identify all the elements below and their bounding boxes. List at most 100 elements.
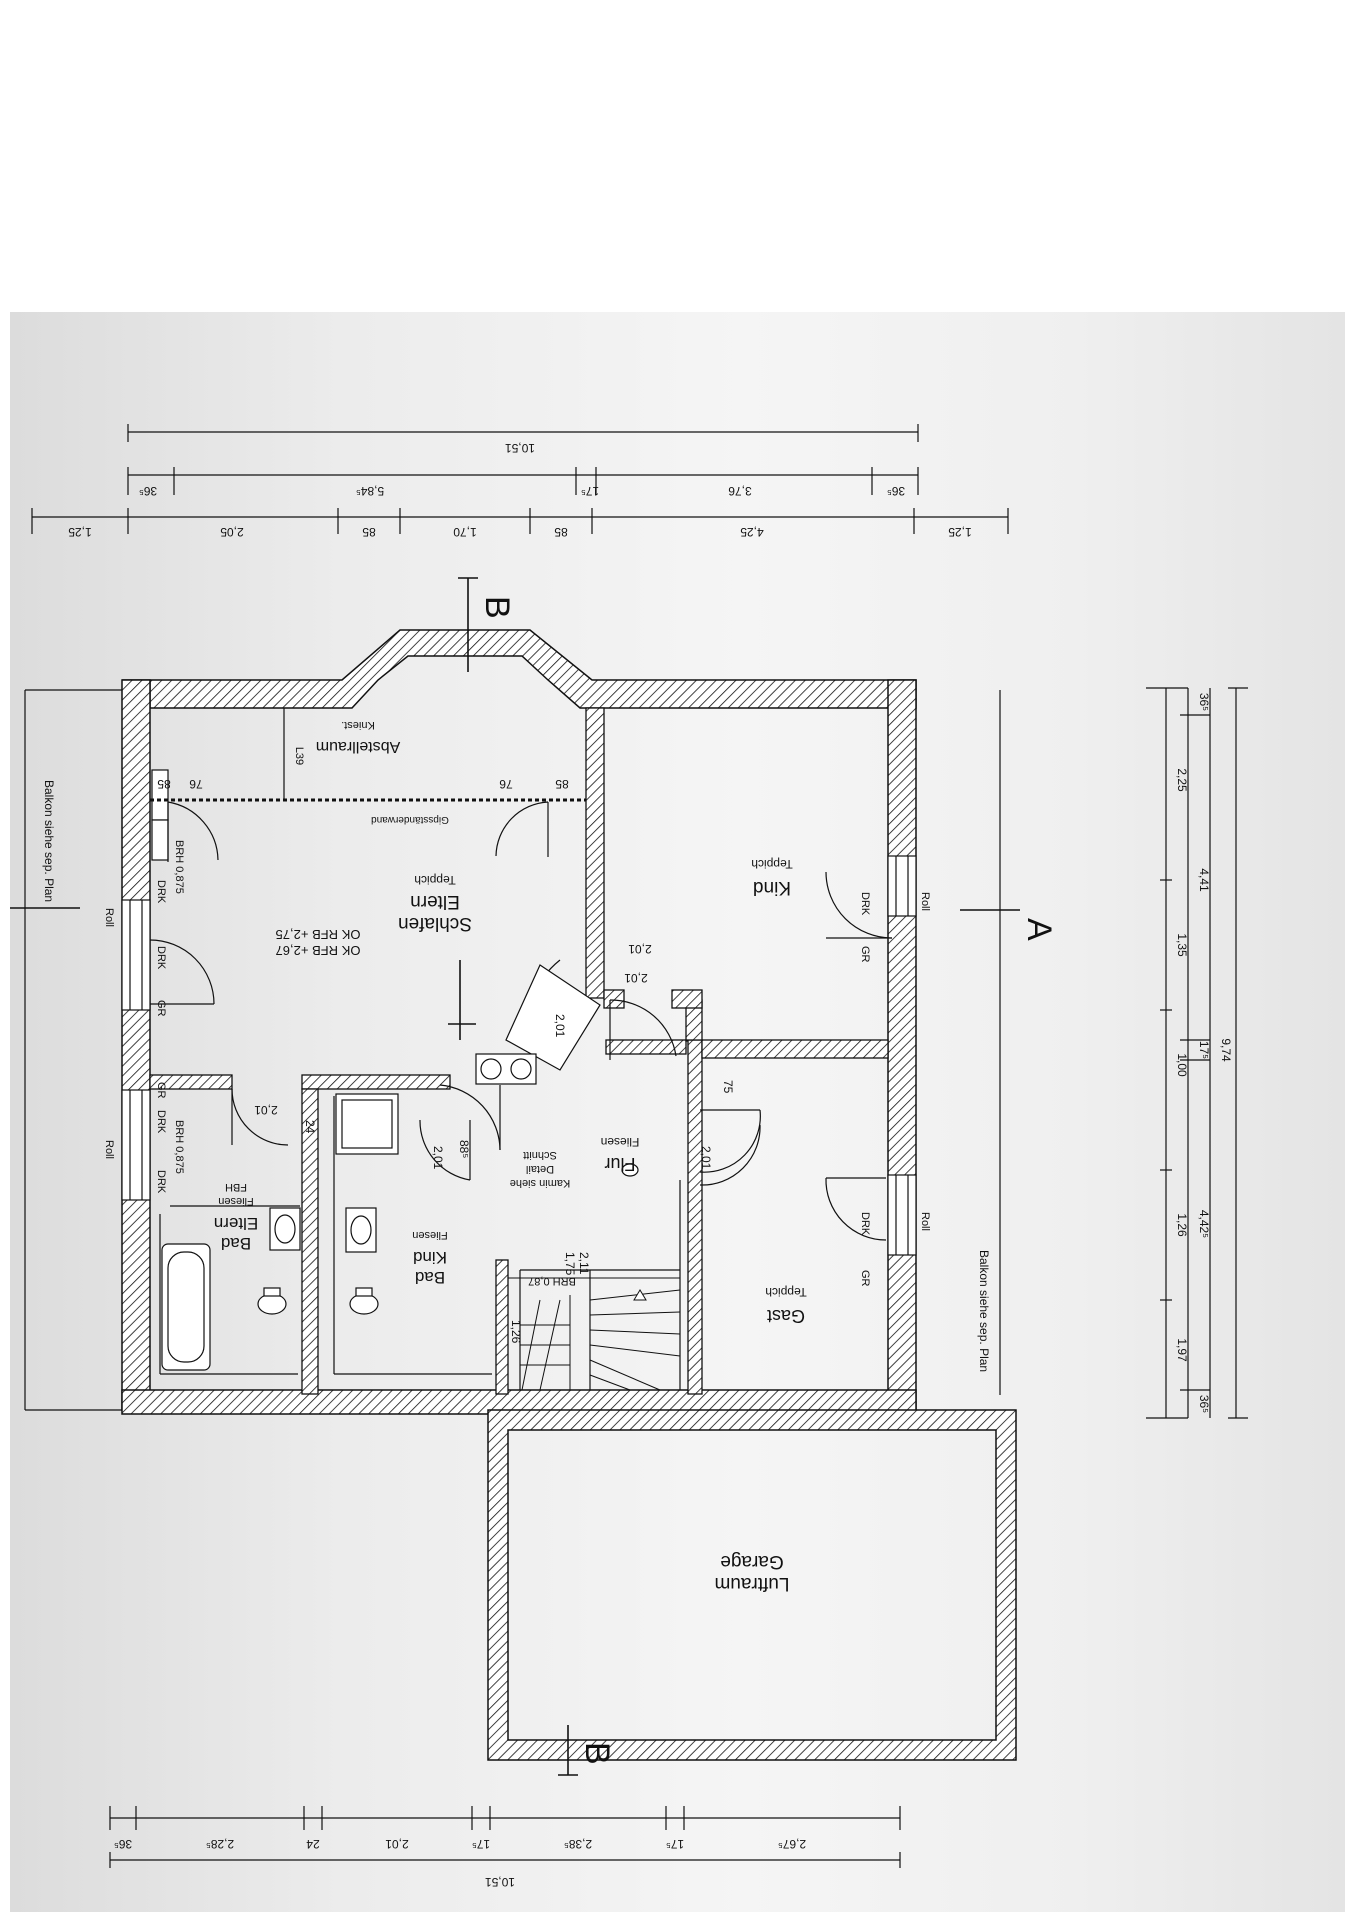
dimension-top-labels: 10,51 36⁵ 5,84⁵ 17⁵ 3,76 36⁵ 1,25 2,05 8…: [68, 441, 972, 539]
dim-label: 1,70: [453, 525, 477, 539]
windows: [121, 769, 917, 1256]
bad-eltern-brh: BRH 0,875: [173, 1120, 185, 1174]
dim-label: 17⁵: [1197, 1041, 1211, 1059]
balkon-outline-left: [24, 689, 128, 1411]
dim-label: 1,25: [68, 525, 92, 539]
dim-top-total: 10,51: [505, 441, 535, 455]
fixture-sink-kind: [345, 1207, 377, 1253]
dim-label: 17⁵: [581, 484, 599, 498]
interior-walls: [149, 707, 889, 1395]
dim-label: 2,01: [699, 1146, 713, 1170]
dim-label: 36⁵: [114, 1837, 132, 1851]
fixture-chimney: [475, 1053, 537, 1085]
schrank-note: Gipsständerwand: [371, 814, 449, 825]
room-abstellraum-code: L39: [293, 747, 305, 765]
dim-label: 85: [554, 525, 568, 539]
drk-mark: DRK: [155, 946, 167, 970]
room-bad-kind-2: Kind: [413, 1248, 447, 1267]
dim-label: 76: [499, 777, 513, 791]
flur-brh: BRH 0,87: [528, 1275, 576, 1287]
dim-label: 2,67⁵: [778, 1837, 806, 1851]
dim-label: 1,00: [1175, 1053, 1189, 1077]
room-bad-kind-1: Bad: [415, 1268, 445, 1287]
schlafen-brh: BRH 0,875: [173, 840, 185, 894]
room-bad-eltern-floor: Fliesen: [218, 1195, 253, 1207]
balkon-note-left: Balkon siehe sep. Plan: [42, 780, 56, 902]
dim-label: 17⁵: [472, 1837, 490, 1851]
balkon-note-right: Balkon siehe sep. Plan: [977, 1250, 991, 1372]
fixture-bathtub: [161, 1243, 211, 1371]
dim-label: 36⁵: [139, 484, 157, 498]
dim-label: 1,75: [563, 1252, 577, 1276]
dim-label: 2,11: [577, 1252, 591, 1275]
schlafen-note-1: OK RFB +2,67: [276, 943, 361, 958]
gr-mark: GR: [155, 1082, 167, 1099]
roll-mark: Roll: [919, 892, 931, 911]
dim-label: 85: [362, 525, 376, 539]
flur-kamin: Kamin siehe: [510, 1177, 571, 1189]
dim-label: 36⁵: [887, 484, 905, 498]
drk-mark: DRK: [859, 1212, 871, 1236]
fixture-toilet-eltern: [257, 1287, 287, 1315]
dim-label: 24: [303, 1120, 317, 1134]
fixture-sink-eltern: [269, 1207, 301, 1251]
room-garage-2: Garage: [720, 1551, 783, 1572]
dim-label: 1,26: [1175, 1213, 1189, 1237]
room-bad-eltern-1: Bad: [221, 1234, 251, 1253]
room-kind: Kind: [753, 877, 791, 898]
dim-label: 2,25: [1175, 768, 1189, 792]
flur-schnitt: Schnitt: [523, 1149, 557, 1161]
room-labels: Abstellraum Kniest. L39 Gipsständerwand …: [173, 719, 807, 1594]
dim-label: 36⁵: [1197, 693, 1211, 711]
room-bad-eltern-fbh: FBH: [225, 1181, 247, 1193]
dim-label: 17⁵: [666, 1837, 684, 1851]
dim-label: 4,42⁵: [1197, 1210, 1211, 1238]
gr-mark: GR: [859, 946, 871, 963]
dim-label: 1,97: [1175, 1338, 1189, 1362]
section-lines: [10, 577, 1020, 1776]
section-b-top: B: [478, 596, 516, 619]
flur-door-leaf: [505, 964, 601, 1071]
dim-label: 88⁵: [457, 1140, 471, 1158]
dim-label: 36⁵: [1197, 1395, 1211, 1413]
drk-mark: DRK: [155, 1110, 167, 1134]
dim-label: 5,84⁵: [356, 484, 384, 498]
roll-mark: Roll: [919, 1212, 931, 1231]
window-marks: DRK GR Roll DRK GR Roll DRK GR Roll DRK …: [103, 880, 931, 1287]
dim-label: 2,05: [220, 525, 244, 539]
gr-mark: GR: [859, 1270, 871, 1287]
fixture-wc-guest: [621, 1163, 639, 1177]
dim-label: 24: [306, 1837, 320, 1851]
room-gast: Gast: [767, 1306, 805, 1326]
schlafen-note-2: OK RFB +2,75: [276, 927, 361, 942]
dim-label: 1,35: [1175, 933, 1189, 957]
dimension-bottom: [109, 1806, 901, 1868]
section-b-bottom: B: [578, 1742, 616, 1765]
dim-label: 4,25: [740, 525, 764, 539]
dim-label: 2,28⁵: [206, 1837, 234, 1851]
dim-label: 2,01: [628, 942, 652, 956]
dim-label: 1,25: [948, 525, 972, 539]
dimension-right: [1146, 687, 1248, 1419]
small-dims: 2,01 2,01 2,01 2,01 2,01 2,01 76 85 76 8…: [157, 777, 735, 1344]
dim-label: 1,26: [509, 1320, 523, 1344]
dim-label: 2,01: [431, 1146, 445, 1170]
dim-bottom-total: 10,51: [485, 1875, 515, 1889]
dim-label: 75: [721, 1080, 735, 1094]
dim-right-total: 9,74: [1219, 1038, 1233, 1062]
room-kind-floor: Teppich: [751, 857, 792, 871]
fixture-toilet-kind: [349, 1287, 379, 1315]
room-garage-1: Luftraum: [715, 1573, 790, 1594]
dim-label: 85: [555, 777, 569, 791]
roll-mark: Roll: [103, 1140, 115, 1159]
dimension-bottom-labels: 10,51 36⁵ 2,28⁵ 24 2,01 17⁵ 2,38⁵ 17⁵ 2,…: [114, 1837, 806, 1889]
room-bad-kind-floor: Fliesen: [412, 1229, 447, 1241]
section-a-right: A: [1020, 918, 1058, 941]
dim-label: 2,38⁵: [564, 1837, 592, 1851]
dim-label: 3,76: [728, 484, 752, 498]
dim-label: 76: [189, 777, 203, 791]
room-flur-floor: Fliesen: [601, 1135, 640, 1149]
room-flur: Flur: [604, 1154, 635, 1174]
